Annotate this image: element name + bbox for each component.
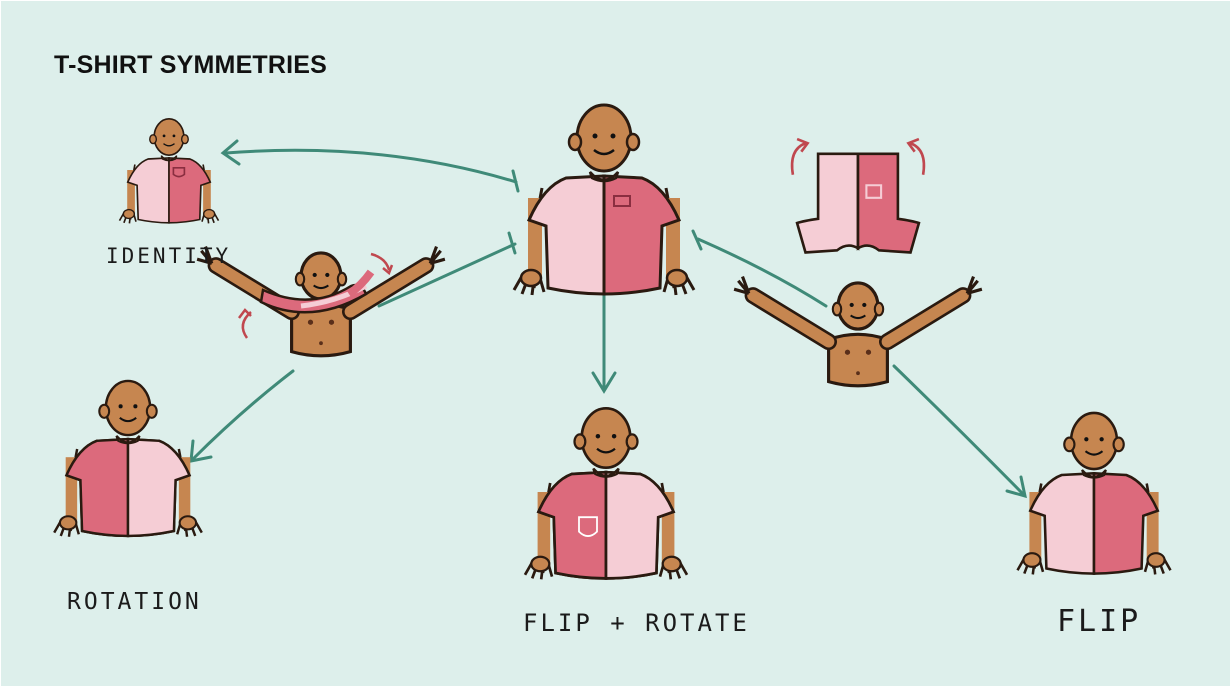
arrow-tail-identity xyxy=(511,169,520,193)
rotating-person xyxy=(197,247,445,356)
arrow-tail-rotation xyxy=(507,231,517,255)
arrow-to-rotation xyxy=(191,242,517,461)
arrow-to-fliprotate-head xyxy=(591,371,617,394)
arrow-to-rotation-head xyxy=(189,439,213,463)
arrow-to-flip xyxy=(696,237,1025,496)
label-rotation: ROTATION xyxy=(67,589,202,615)
arrow-to-identity-head xyxy=(220,139,241,166)
fliprotate-person xyxy=(523,406,689,581)
arrow-to-flip-head xyxy=(1005,475,1027,499)
flip-person xyxy=(1016,411,1172,576)
flipping-person xyxy=(734,137,982,386)
center-person xyxy=(512,103,696,297)
label-identity: IDENTITY xyxy=(106,244,232,268)
identity-person xyxy=(118,118,220,225)
arrow-to-identity xyxy=(224,148,518,184)
rotation-person xyxy=(52,379,204,538)
arrow-tail-flip xyxy=(691,229,703,251)
label-flip-rotate: FLIP + ROTATE xyxy=(523,609,750,637)
label-flip: FLIP xyxy=(1057,604,1142,639)
page-title: T-SHIRT SYMMETRIES xyxy=(54,51,328,79)
